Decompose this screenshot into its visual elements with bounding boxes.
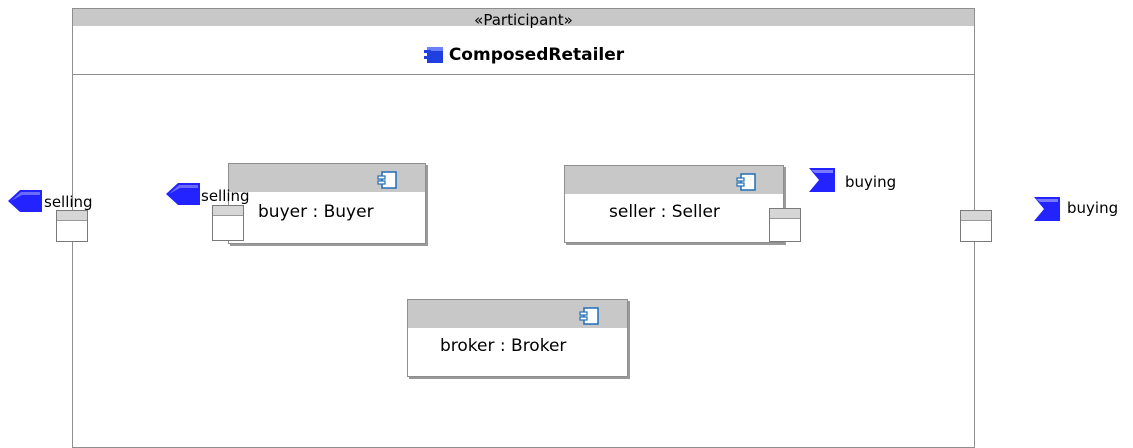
part-component-icon <box>736 173 756 191</box>
buyer-selling-port-label: selling <box>201 187 250 205</box>
port-band <box>213 206 243 216</box>
port-band <box>961 211 991 221</box>
participant-name: ComposedRetailer <box>448 45 625 65</box>
consumer-port-icon <box>809 168 835 192</box>
component-icon <box>423 47 443 63</box>
part-seller[interactable]: seller : Seller <box>564 165 784 243</box>
outer-selling-port[interactable] <box>56 210 88 242</box>
participant-stereotype: «Participant» <box>474 11 573 29</box>
participant-frame[interactable]: «Participant» ComposedRetailer <box>72 8 975 448</box>
part-broker-label: broker : Broker <box>440 336 567 356</box>
seller-buying-port-label: buying <box>845 173 897 191</box>
provider-port-icon <box>8 190 42 212</box>
participant-header-band <box>73 9 974 26</box>
part-buyer[interactable]: buyer : Buyer <box>228 163 426 244</box>
part-component-icon <box>579 307 599 325</box>
consumer-port-icon <box>1034 197 1060 221</box>
buyer-selling-port[interactable] <box>212 205 244 241</box>
provider-port-icon <box>166 183 200 205</box>
outer-buying-port-label: buying <box>1067 199 1119 217</box>
outer-selling-port-label: selling <box>44 193 93 211</box>
port-band <box>57 211 87 221</box>
part-broker[interactable]: broker : Broker <box>407 299 628 377</box>
seller-buying-port[interactable] <box>769 208 801 242</box>
port-band <box>770 209 800 219</box>
part-component-icon <box>377 171 397 189</box>
outer-buying-port[interactable] <box>960 210 992 242</box>
participant-title[interactable]: ComposedRetailer <box>73 44 974 66</box>
participant-header: «Participant» ComposedRetailer <box>73 9 974 75</box>
part-seller-label: seller : Seller <box>609 202 720 222</box>
part-buyer-label: buyer : Buyer <box>258 202 374 222</box>
